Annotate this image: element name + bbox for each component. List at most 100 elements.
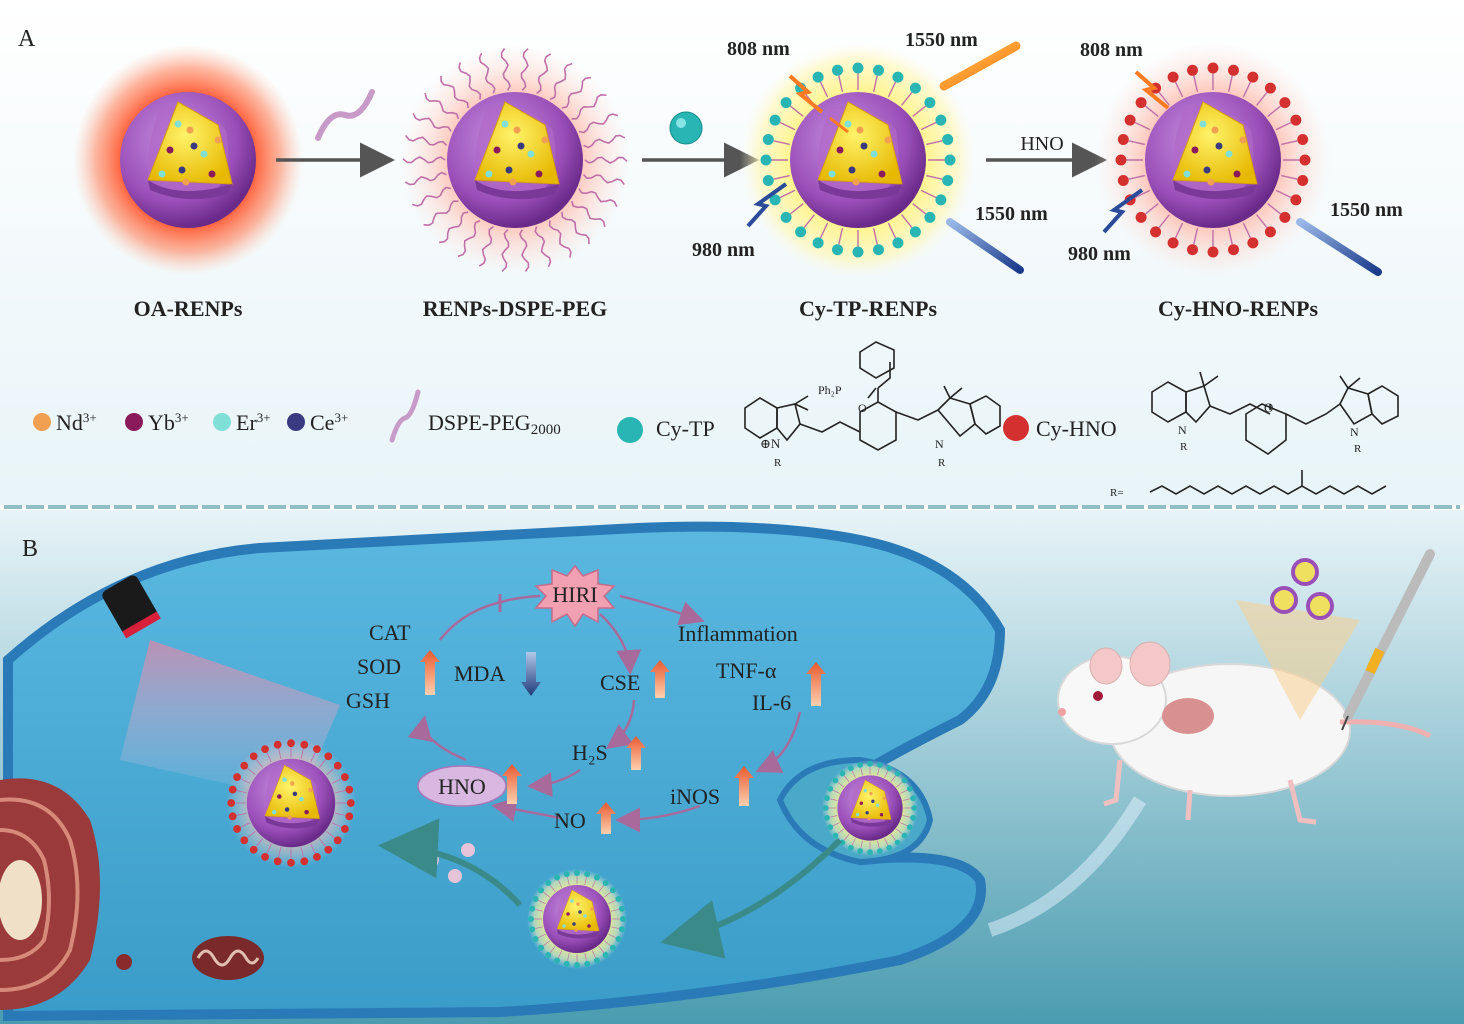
peg-chain: [478, 52, 496, 94]
ligand-chain: [318, 759, 327, 768]
ligand-dot: [1115, 154, 1127, 166]
ligand-chain: [877, 767, 880, 776]
laser-1550-hno-icon: [1296, 218, 1382, 276]
label-hno-center: HNO: [438, 774, 486, 799]
ligand-dot: [847, 765, 854, 772]
ligand-chain: [266, 752, 272, 763]
legend-swatch-ce: [287, 413, 305, 431]
motion-swoosh: [987, 796, 1147, 937]
chem-r-left: R: [774, 457, 782, 469]
label-hiri: HIRI: [552, 582, 597, 607]
ligand-dot: [1279, 97, 1291, 109]
ligand-dot: [340, 825, 349, 833]
ligand-dot: [876, 762, 883, 768]
ligand-dot: [832, 777, 839, 784]
svg-text:Er3+: Er3+: [236, 410, 271, 435]
ligand-dot: [839, 770, 846, 777]
ligand-dot: [910, 814, 916, 821]
ligand-dot: [1167, 71, 1179, 83]
up-arrow-hno: [502, 764, 522, 804]
legend-yb: Yb: [148, 410, 175, 435]
peg-chain: [571, 93, 607, 120]
peg-chain: [423, 200, 459, 227]
ligand-dot: [1124, 114, 1136, 126]
ligand-chain: [779, 121, 796, 131]
chem-r-definition: R=: [1110, 487, 1124, 499]
ligand-chain: [1242, 81, 1252, 98]
ligand-dot: [812, 237, 824, 249]
ligand-dot: [574, 870, 580, 876]
ligand-chain: [584, 877, 587, 885]
legend-ce-charge: 3+: [334, 410, 348, 425]
ligand-dot: [1135, 97, 1147, 109]
chem-n-right: N: [935, 437, 944, 451]
ligand-chain: [538, 933, 546, 938]
ligand-dot: [857, 848, 864, 854]
ligand-dot: [873, 64, 884, 76]
legend-nd: Nd: [56, 410, 83, 435]
hno-release-bubble-3: [448, 869, 462, 883]
label-tnf-alpha: TNF-α: [716, 658, 777, 683]
ligand-chain: [1242, 222, 1252, 239]
ligand-dot: [618, 926, 625, 933]
ligand-dot: [911, 805, 918, 811]
ligand-chain: [608, 900, 616, 905]
ligand-dot: [313, 852, 321, 861]
ligand-dot: [584, 960, 591, 967]
laser-980-hno-icon: [1102, 188, 1144, 234]
ligand-dot: [333, 836, 342, 845]
ligand-chain: [535, 909, 543, 912]
ligand-dot: [760, 154, 772, 166]
ligand-chain: [832, 822, 840, 827]
ligand-dot: [273, 740, 282, 749]
hiri-starburst: [534, 564, 616, 628]
ligand-dot: [300, 740, 309, 749]
ligand-chain: [326, 767, 335, 776]
peg-chain: [583, 134, 626, 149]
ligand-dot: [852, 62, 864, 74]
peg-chain: [405, 135, 448, 146]
peg-chain: [411, 186, 452, 207]
up-arrow-h2s: [626, 736, 646, 770]
chem-o-ester: O: [858, 401, 867, 415]
ligand-chain: [236, 790, 247, 794]
ligand-chain: [1275, 189, 1292, 199]
panel-b-label: B: [22, 536, 38, 562]
ligand-dot: [529, 905, 536, 912]
ligand-chain: [300, 748, 304, 759]
peg-chain: [424, 92, 460, 120]
ligand-dot: [942, 134, 954, 145]
ligand-chain: [926, 140, 943, 146]
ligand-dot: [901, 777, 908, 784]
ligand-chain: [838, 75, 844, 92]
ligand-dot: [300, 857, 309, 866]
peg-chain: [438, 211, 469, 244]
pathway-arrows: [407, 594, 802, 833]
ligand-chain: [247, 830, 256, 839]
wavelength-1550-bottom-cytp: 1550 nm: [975, 203, 1048, 225]
particle-cy-tp-renps: [740, 42, 976, 278]
up-arrow-antioxidants: [420, 650, 440, 695]
peg-chain: [549, 62, 573, 101]
ligand-chain: [278, 748, 282, 759]
ligand-dot: [909, 82, 921, 94]
ligand-dot: [906, 824, 913, 831]
ligand-chain: [890, 834, 896, 841]
ligand-chain: [1128, 174, 1145, 180]
ligand-chain: [872, 75, 878, 92]
ligand-chain: [902, 798, 911, 801]
ligand-dot: [1247, 237, 1259, 249]
ligand-dot: [1187, 64, 1198, 76]
ligand-dot: [618, 905, 625, 912]
ligand-dot: [824, 795, 830, 802]
ligand-chain: [912, 203, 927, 215]
ligand-chain: [773, 174, 790, 180]
ligand-dot: [1264, 82, 1276, 94]
ligand-dot: [935, 194, 947, 206]
ligand-dot: [545, 951, 552, 958]
ligand-chain: [829, 815, 838, 818]
peg-chain: [478, 225, 494, 267]
dspe-peg-chain-icon: [315, 89, 375, 141]
ligand-chain: [1227, 75, 1233, 92]
